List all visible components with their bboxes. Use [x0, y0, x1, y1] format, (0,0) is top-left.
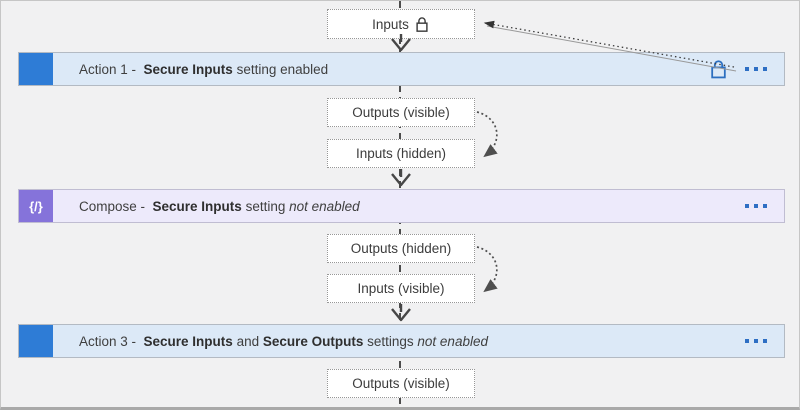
inputs-visible-box: Inputs (visible)	[327, 274, 475, 303]
action1-title-rest: setting enabled	[232, 61, 329, 77]
ellipsis-icon[interactable]	[742, 336, 770, 346]
action3-title-bold1: Secure Inputs	[143, 333, 233, 349]
compose-card[interactable]: {/} Compose - Secure Inputs setting not …	[18, 189, 785, 223]
compose-glyph: {/}	[29, 198, 43, 214]
outputs-visible-box-1: Outputs (visible)	[327, 98, 475, 127]
action3-title-prefix: Action 3 -	[79, 333, 144, 349]
compose-title-prefix: Compose -	[79, 198, 153, 214]
action3-title-rest: settings	[363, 333, 418, 349]
compose-braces-icon: {/}	[19, 190, 53, 222]
inputs-hidden-box: Inputs (hidden)	[327, 139, 475, 168]
lock-icon	[711, 60, 726, 79]
outputs-to-inputs-arrow	[476, 246, 498, 293]
action3-card[interactable]: Action 3 - Secure Inputs and Secure Outp…	[18, 324, 785, 358]
outputs-visible-2-label: Outputs (visible)	[352, 376, 450, 391]
action3-title-italic: not enabled	[417, 333, 488, 349]
arrow-down-icon	[391, 169, 411, 187]
outputs-hidden-label: Outputs (hidden)	[350, 241, 452, 256]
arrow-down-icon	[391, 34, 411, 52]
action1-title-bold: Secure Inputs	[143, 61, 233, 77]
action1-title-prefix: Action 1 -	[79, 61, 144, 77]
outputs-visible-1-label: Outputs (visible)	[352, 105, 450, 120]
action-square-icon	[19, 53, 53, 85]
action-square-icon	[19, 325, 53, 357]
compose-title: Compose - Secure Inputs setting not enab…	[79, 199, 742, 214]
inputs-box-label: Inputs	[372, 16, 409, 32]
compose-title-mid: setting	[241, 198, 290, 214]
lock-icon	[416, 16, 428, 32]
outputs-to-inputs-arrow	[476, 111, 498, 158]
action3-title-mid: and	[232, 333, 263, 349]
inputs-visible-label: Inputs (visible)	[357, 281, 445, 296]
outputs-visible-box-2: Outputs (visible)	[327, 369, 475, 398]
arrow-down-icon	[391, 304, 411, 322]
action1-title: Action 1 - Secure Inputs setting enabled	[79, 62, 709, 77]
ellipsis-icon[interactable]	[742, 201, 770, 211]
action3-title-bold2: Secure Outputs	[262, 333, 364, 349]
inputs-hidden-label: Inputs (hidden)	[355, 146, 447, 161]
compose-title-italic: not enabled	[289, 198, 360, 214]
action3-title: Action 3 - Secure Inputs and Secure Outp…	[79, 334, 742, 349]
compose-title-bold: Secure Inputs	[152, 198, 242, 214]
outputs-hidden-box: Outputs (hidden)	[327, 234, 475, 263]
action1-card[interactable]: Action 1 - Secure Inputs setting enabled	[18, 52, 785, 86]
ellipsis-icon[interactable]	[742, 64, 770, 74]
